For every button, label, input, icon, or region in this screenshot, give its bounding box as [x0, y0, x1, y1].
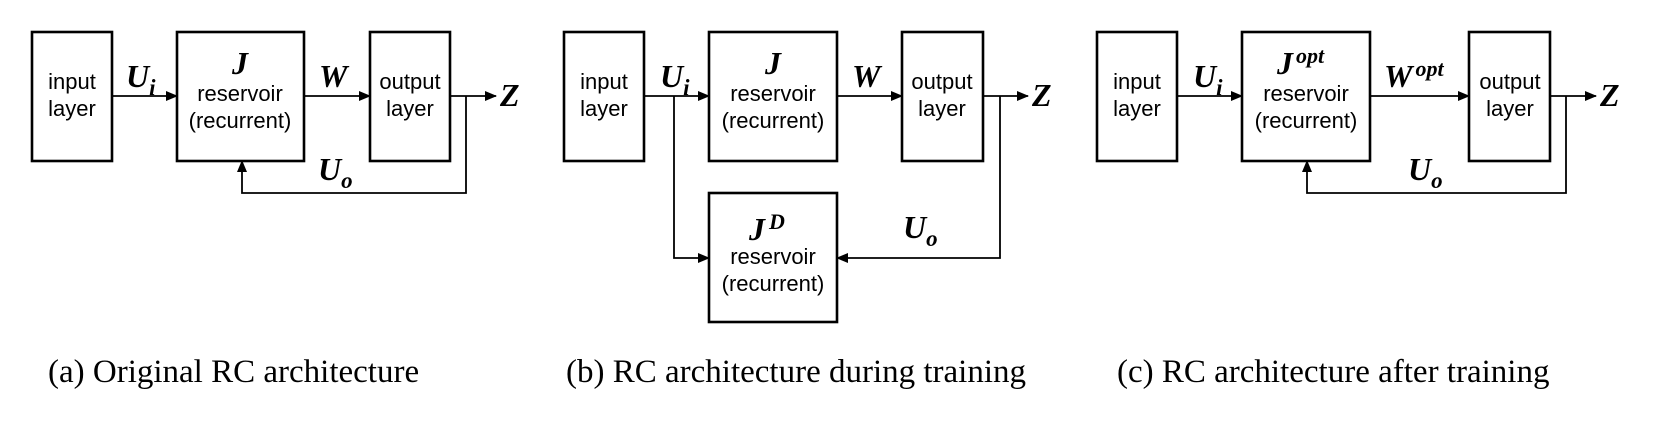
output-layer-label-a-line1: output — [379, 69, 440, 94]
input-layer-label-a-line1: input — [48, 69, 96, 94]
reservoir-label-b-line1: reservoir — [730, 81, 816, 106]
input-layer-label-a-line2: layer — [48, 96, 96, 121]
reservoir-d-label-b-line1: reservoir — [730, 244, 816, 269]
reservoir-label-c-line1: reservoir — [1263, 81, 1349, 106]
reservoir-symbol-j-b-highlighted: J — [764, 45, 782, 81]
input-layer-label-c-line2: layer — [1113, 96, 1161, 121]
caption-b: (b) RC architecture during training — [566, 354, 1026, 390]
reservoir-label-b-line2: (recurrent) — [722, 108, 825, 133]
output-layer-label-b-line2: layer — [918, 96, 966, 121]
panel-a: input layer J reservoir (recurrent) outp… — [30, 30, 520, 194]
signal-w-b-highlighted: W — [852, 58, 883, 94]
input-layer-label-b-line1: input — [580, 69, 628, 94]
signal-u-in-b: Ui — [660, 58, 690, 100]
reservoir-label-a-line1: reservoir — [197, 81, 283, 106]
input-layer-label-b-line2: layer — [580, 96, 628, 121]
output-feedback-to-reservoir-d-b — [836, 96, 1001, 263]
signal-z-a: Z — [499, 77, 520, 113]
output-layer-label-c-line2: layer — [1486, 96, 1534, 121]
output-layer-box-a — [368, 30, 452, 163]
reservoir-label-a-line2: (recurrent) — [189, 108, 292, 133]
reservoir-label-c-line2: (recurrent) — [1255, 108, 1358, 133]
panel-b: input layer J reservoir (recurrent) outp… — [562, 30, 1052, 324]
reservoir-symbol-j-a: J — [231, 45, 249, 81]
signal-u-out-c: Uo — [1408, 151, 1443, 193]
signal-u-out-b: Uo — [903, 209, 938, 251]
signal-u-in-a: Ui — [126, 58, 156, 100]
signal-z-c: Z — [1599, 77, 1620, 113]
signal-u-in-c: Ui — [1193, 58, 1223, 100]
input-layer-label-c-line1: input — [1113, 69, 1161, 94]
input-branch-to-reservoir-d-b — [673, 96, 710, 263]
output-layer-label-c-line1: output — [1479, 69, 1540, 94]
reservoir-d-label-b-line2: (recurrent) — [722, 271, 825, 296]
caption-a: (a) Original RC architecture — [48, 354, 419, 390]
input-layer-box-c — [1095, 30, 1179, 163]
signal-w-a: W — [319, 58, 350, 94]
output-layer-label-a-line2: layer — [386, 96, 434, 121]
reservoir-box-a — [175, 30, 306, 163]
signal-z-b: Z — [1031, 77, 1052, 113]
input-layer-box-a — [30, 30, 114, 163]
feedback-path-a — [237, 96, 467, 194]
signal-u-out-a: Uo — [318, 151, 353, 193]
feedback-path-c — [1302, 96, 1567, 194]
caption-c: (c) RC architecture after training — [1117, 354, 1549, 390]
output-layer-label-b-line1: output — [911, 69, 972, 94]
input-layer-box-b — [562, 30, 646, 163]
